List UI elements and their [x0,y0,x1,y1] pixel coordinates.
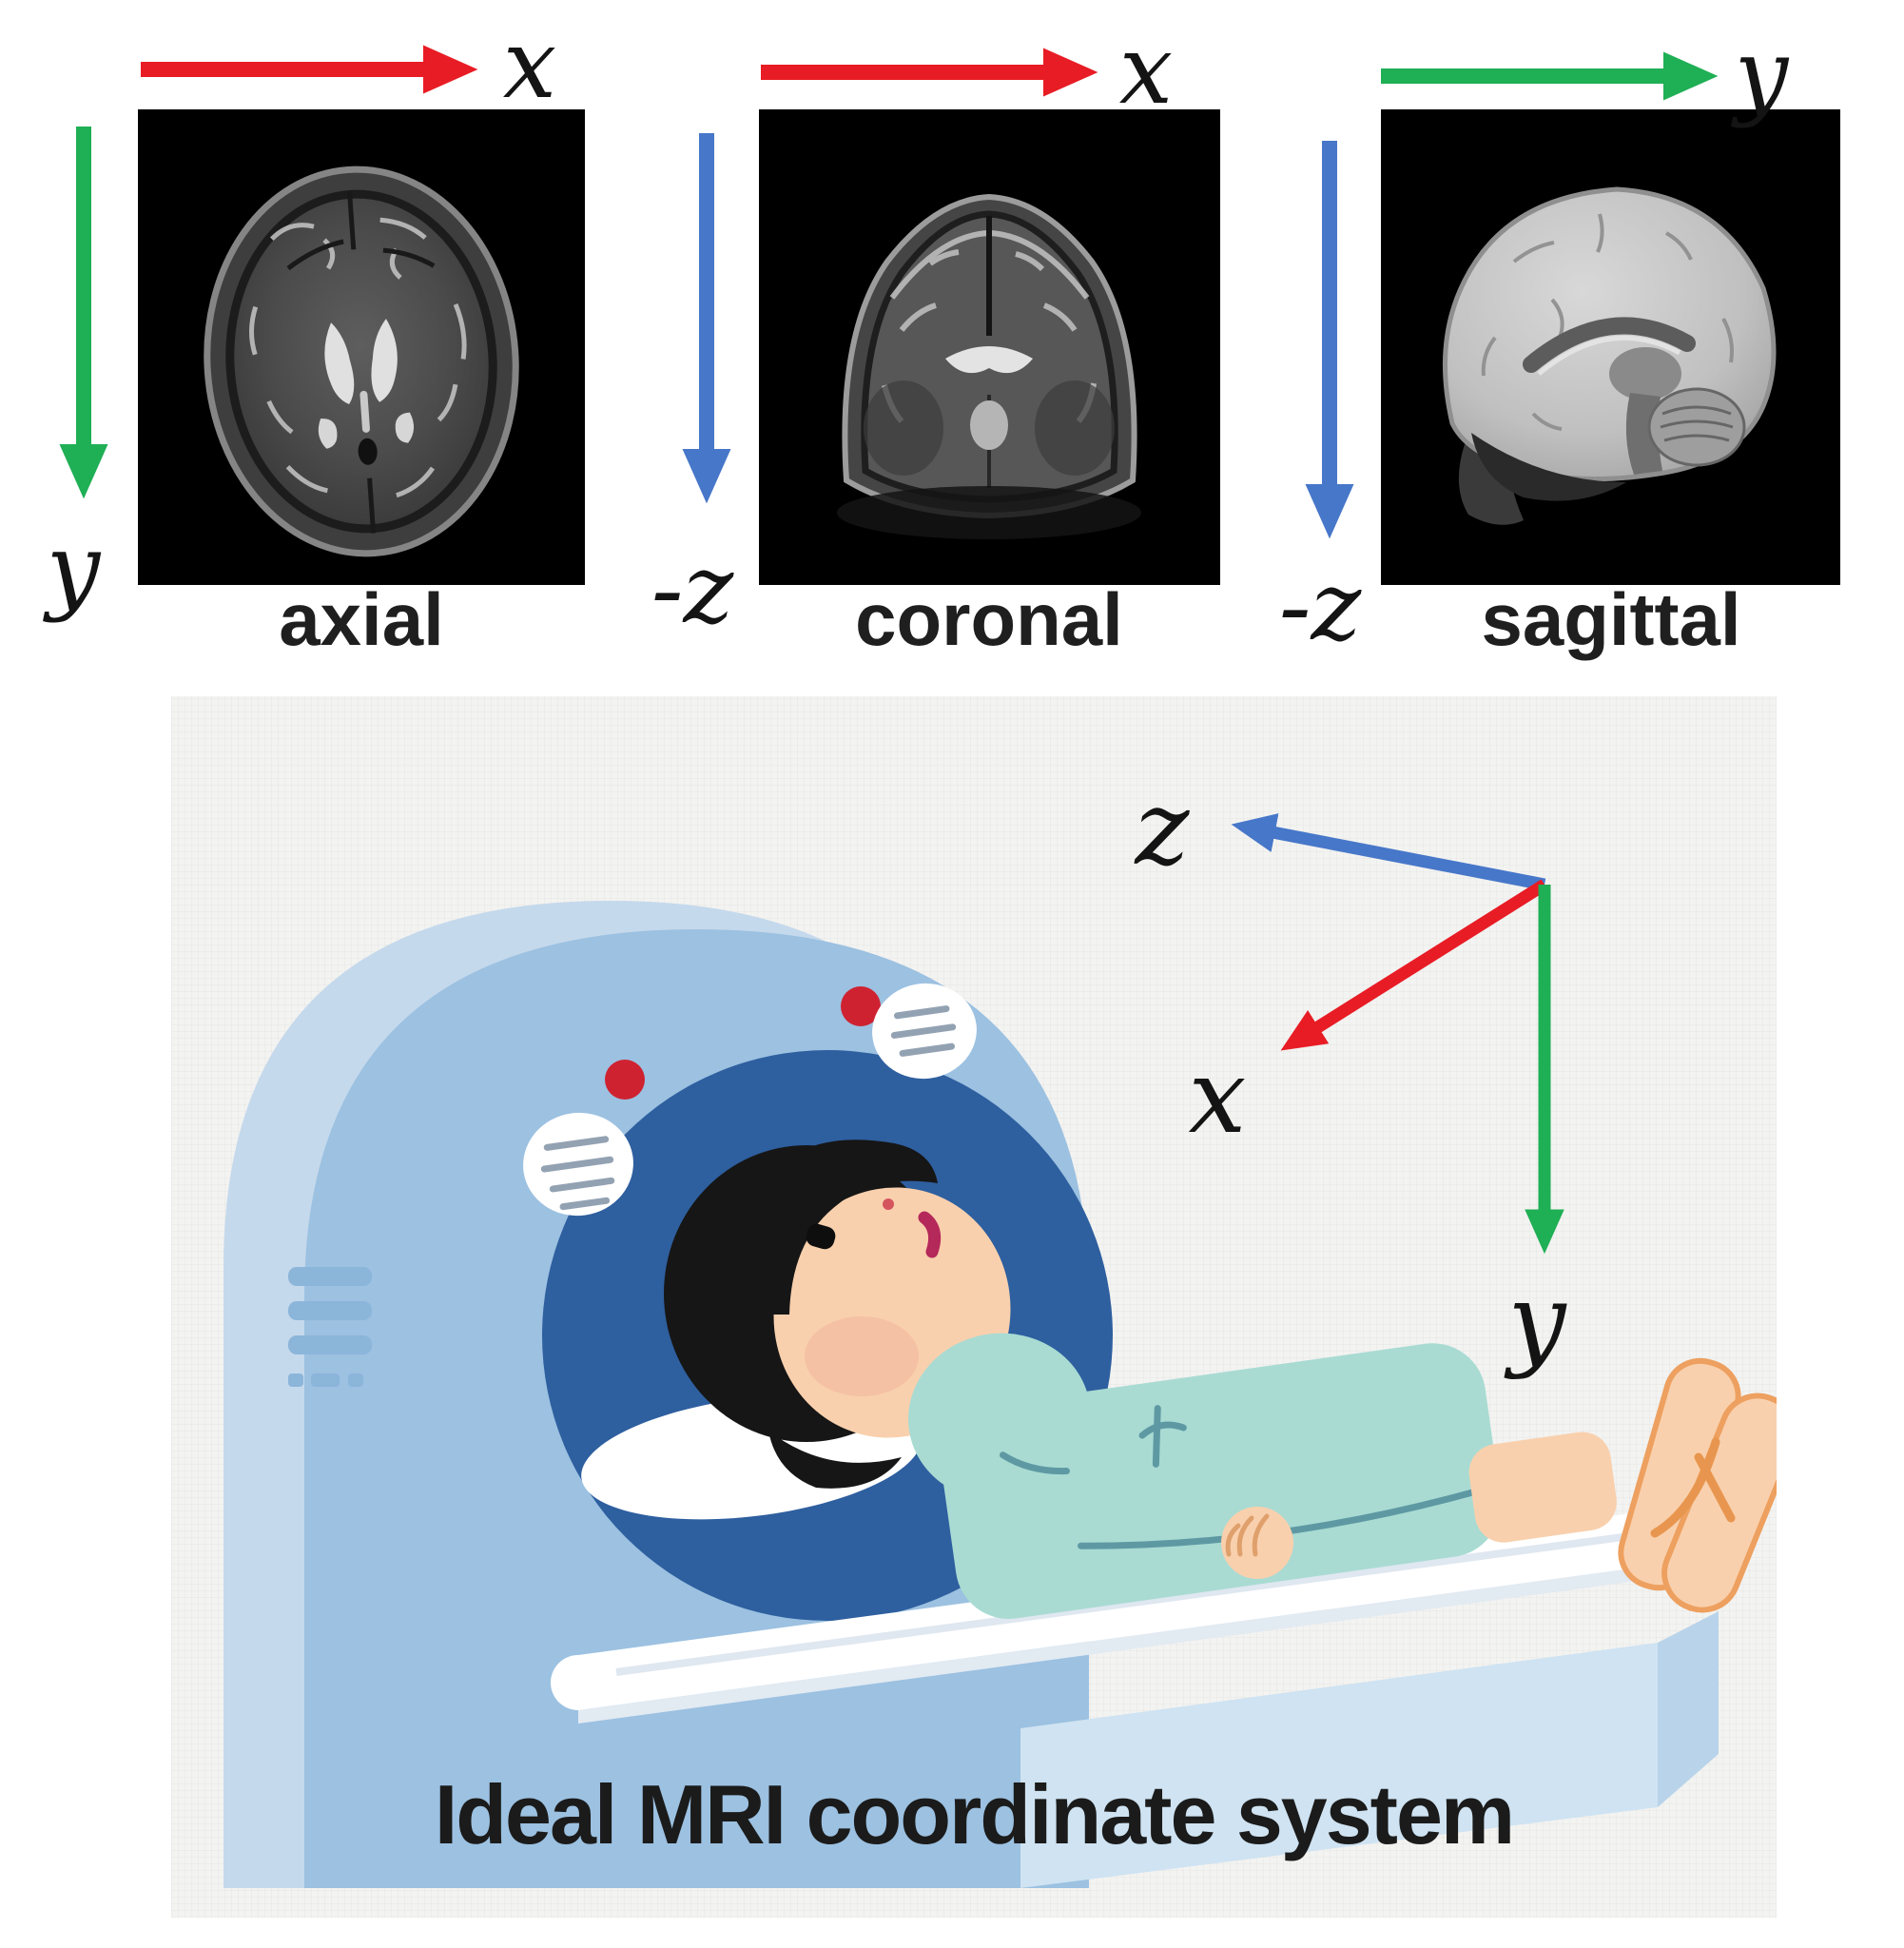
sagittal-brain-art [1442,186,1777,525]
patient-eye [806,1223,836,1250]
axial-brain-art [204,166,519,557]
speaker-icon [523,1112,633,1217]
caption-coronal: coronal [855,577,1123,661]
sagittal-y-axis-label: y [1734,18,1789,129]
triad-y-axis-label: y [1507,1262,1566,1381]
triad-x-axis-label: x [1188,1038,1247,1157]
axial-x-axis-label: x [502,9,557,120]
figure-caption: Ideal MRI coordinate system [434,1767,1515,1861]
sagittal-mri-image [1381,109,1840,585]
sagittal-negz-axis-label: -z [1278,551,1362,662]
patient-mouth [918,1211,942,1258]
patient-body [908,1333,1502,1619]
triad-z-axis-label: z [1135,769,1190,888]
indicator-light-icon [841,986,881,1026]
cerebellum-art [1647,387,1746,467]
mri-illustration-panel: z x y Ideal MRI coordinate system [171,696,1777,1918]
coronal-x-axis-label: x [1118,14,1174,126]
coronal-negz-axis-label: -z [651,534,734,645]
patient-feet [1618,1357,1777,1613]
scanner-vent [288,1267,372,1387]
axial-mri-image [138,109,585,585]
indicator-light-icon [605,1060,645,1100]
patient-hand [1221,1507,1293,1579]
axial-y-axis-label: y [46,513,101,624]
coronal-mri-image [759,109,1220,585]
patient [664,1140,1777,1619]
speaker-icon [872,983,977,1080]
caption-axial: axial [279,577,444,661]
coronal-brain-art [837,193,1141,539]
caption-sagittal: sagittal [1481,577,1741,661]
